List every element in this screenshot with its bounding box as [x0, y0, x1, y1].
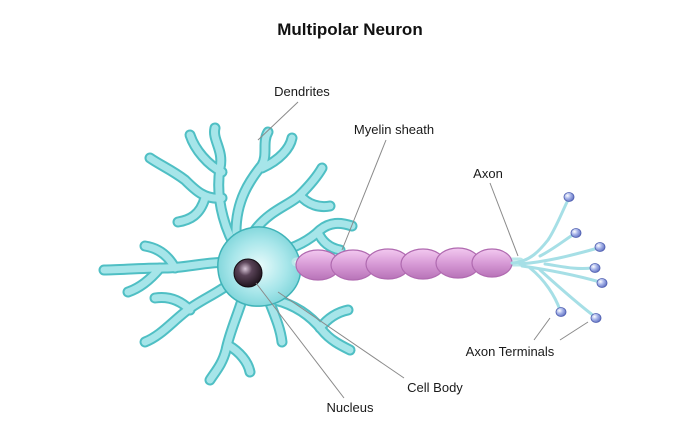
terminal-bulb — [596, 278, 608, 288]
terminal-bulb — [589, 263, 601, 273]
terminal-bulb — [594, 242, 606, 252]
label-dendrites: Dendrites — [274, 84, 330, 99]
leader-axon — [489, 182, 519, 257]
label-axon: Axon — [473, 166, 503, 181]
label-nucleus: Nucleus — [327, 400, 374, 415]
leader-nucleus — [255, 282, 345, 399]
myelin-sheath — [295, 247, 513, 281]
leader-dendrites — [257, 101, 299, 141]
axon-terminal-bulbs — [555, 192, 608, 323]
terminal-bulb — [590, 313, 602, 323]
dendrites — [98, 122, 358, 386]
label-axon-terminals: Axon Terminals — [466, 344, 555, 359]
leader-terminals-2 — [559, 321, 589, 341]
label-cell-body: Cell Body — [407, 380, 463, 395]
terminal-bulb — [555, 307, 567, 317]
myelin-segment — [471, 248, 513, 278]
leader-myelin — [341, 139, 387, 251]
nucleus — [233, 258, 263, 288]
leader-cell-body — [277, 291, 405, 379]
page-title: Multipolar Neuron — [277, 20, 422, 39]
leader-lines — [255, 101, 589, 399]
terminal-bulb — [570, 228, 582, 238]
label-myelin-sheath: Myelin sheath — [354, 122, 434, 137]
terminal-bulb — [563, 192, 575, 202]
axon-terminal-branches — [510, 198, 602, 318]
leader-terminals-1 — [533, 317, 551, 341]
